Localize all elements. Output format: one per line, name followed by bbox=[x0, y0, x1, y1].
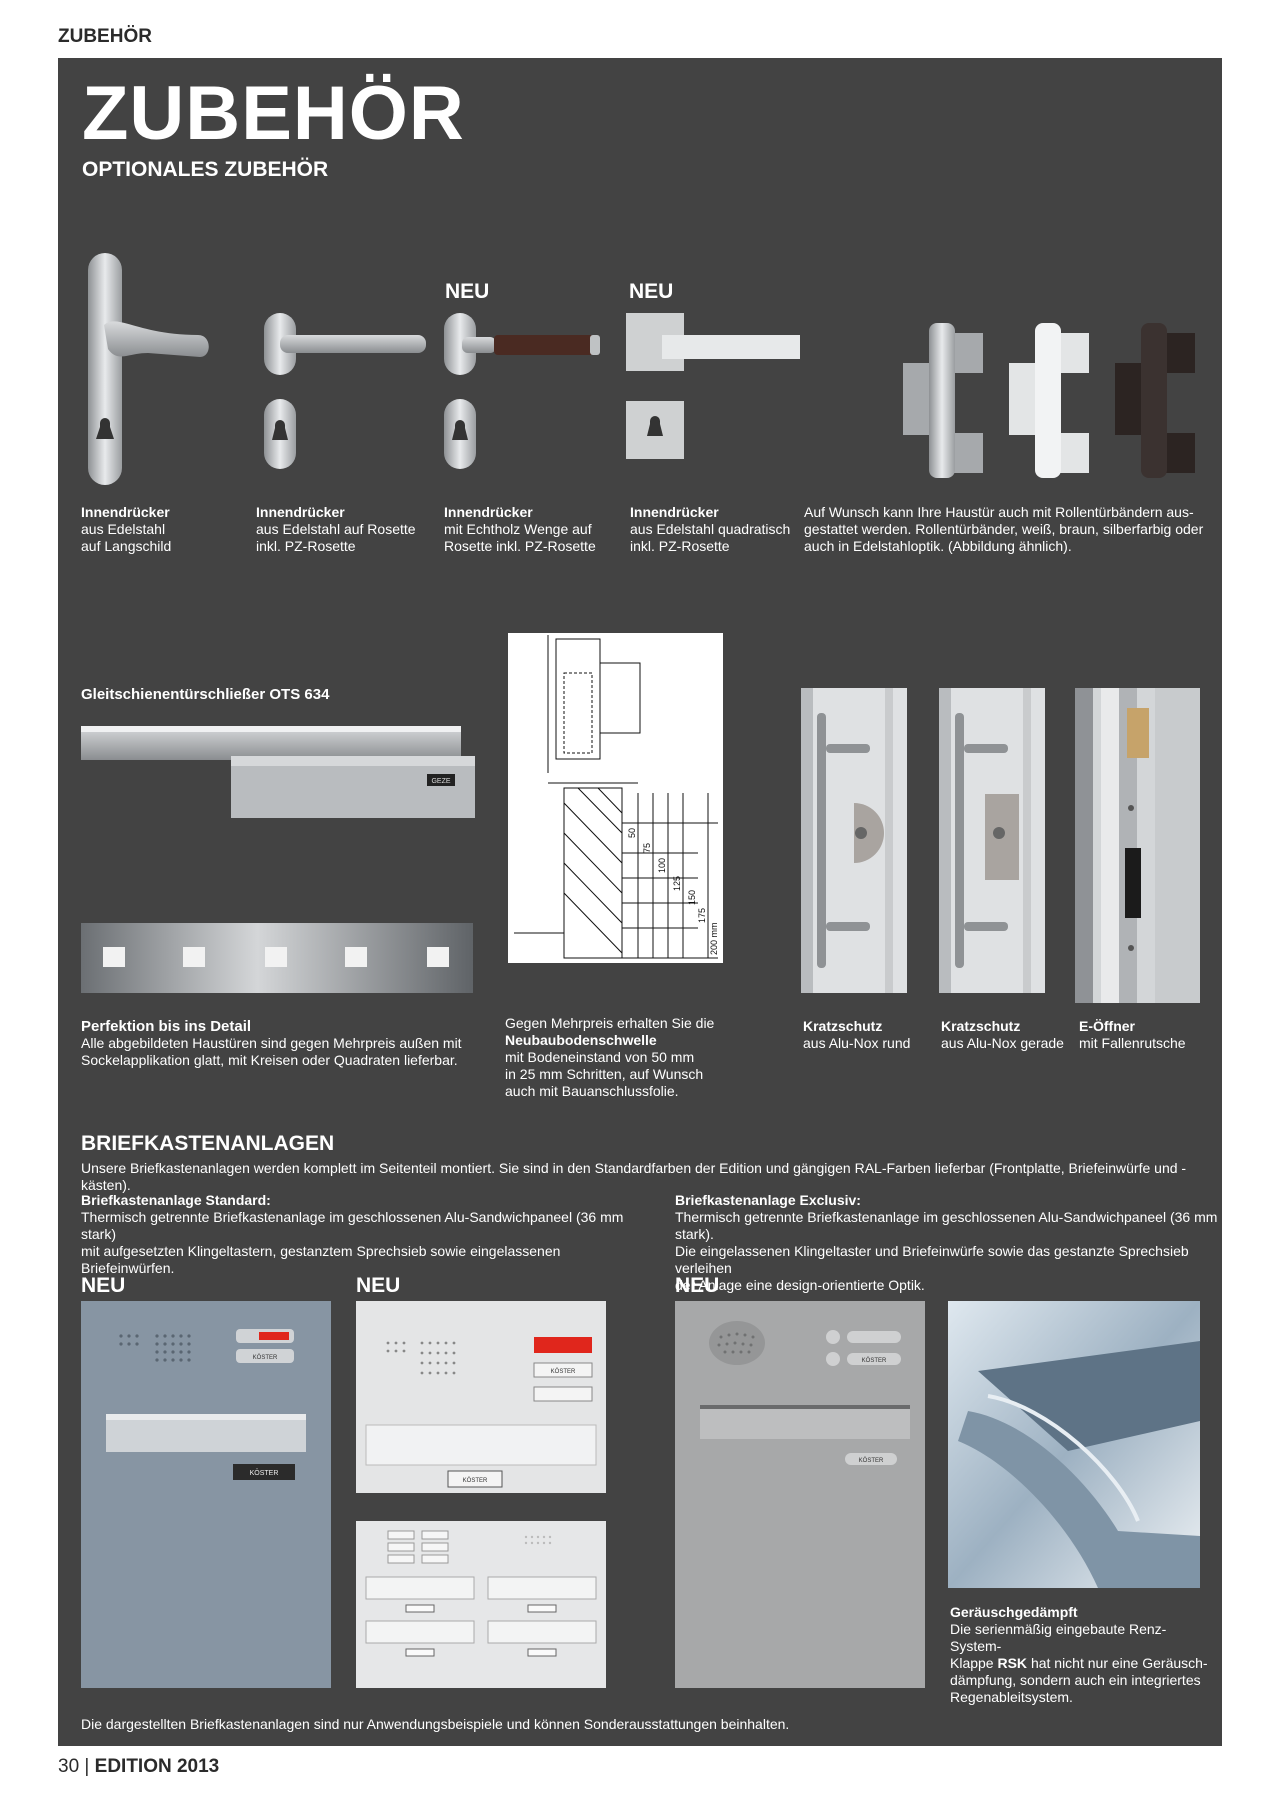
mailbox-standard-blue-image: KÖSTER KÖSTER bbox=[81, 1301, 331, 1688]
dimension-label: 100 bbox=[657, 858, 667, 873]
base-applique-image bbox=[81, 923, 473, 993]
nameplate-label: KÖSTER bbox=[253, 1354, 278, 1361]
e-opener-image bbox=[1075, 688, 1200, 1003]
mailbox-exclusiv-text: Briefkastenanlage Exclusiv: Thermisch ge… bbox=[675, 1192, 1218, 1293]
dimension-label: 175 bbox=[697, 908, 707, 923]
nameplate-label: KÖSTER bbox=[551, 1368, 576, 1375]
mailbox-standard-text: Briefkastenanlage Standard: Thermisch ge… bbox=[81, 1192, 624, 1276]
mailbox-exclusiv-image: KÖSTER KÖSTER bbox=[675, 1301, 925, 1688]
neu-badge: NEU bbox=[445, 280, 490, 303]
dimension-label: 150 bbox=[687, 890, 697, 905]
door-closer-image: GEZE bbox=[81, 726, 475, 818]
closer-brand-label: GEZE bbox=[431, 778, 450, 785]
kratzschutz-straight-image bbox=[939, 688, 1045, 993]
dimension-label: 200 mm bbox=[709, 922, 719, 955]
mailbox-heading: BRIEFKASTENANLAGEN bbox=[81, 1132, 335, 1155]
hinges-image bbox=[903, 323, 1195, 478]
page-footer: 30 | EDITION 2013 bbox=[58, 1756, 219, 1778]
neu-badge: NEU bbox=[629, 280, 674, 303]
footer-separator: | bbox=[84, 1756, 90, 1777]
rsk-caption: Geräuschgedämpft Die serienmäßig eingeba… bbox=[950, 1604, 1208, 1705]
dimension-label: 125 bbox=[672, 876, 682, 891]
detail-caption: Perfektion bis ins Detail Alle abgebilde… bbox=[81, 1018, 462, 1068]
dimension-label: 50 bbox=[627, 828, 637, 838]
mailbox-intro: Unsere Briefkastenanlagen werden komplet… bbox=[81, 1160, 1187, 1193]
dimension-label: 75 bbox=[642, 843, 652, 853]
kratzschutz-round-image bbox=[801, 688, 907, 993]
threshold-caption: Gegen Mehrpreis erhalten Sie die Neubaub… bbox=[505, 1015, 715, 1099]
closer-title: Gleitschienentürschließer OTS 634 bbox=[81, 686, 330, 703]
handle-wenge-image bbox=[444, 313, 600, 469]
nameplate-label: KÖSTER bbox=[859, 1457, 884, 1464]
hinges-caption: Auf Wunsch kann Ihre Haustür auch mit Ro… bbox=[804, 504, 1204, 554]
handle-square-image bbox=[626, 313, 800, 459]
neu-badge: NEU bbox=[81, 1274, 126, 1297]
neu-badge: NEU bbox=[675, 1274, 720, 1297]
mailbox-disclaimer: Die dargestellten Briefkastenanlagen sin… bbox=[81, 1716, 790, 1732]
neu-badge: NEU bbox=[356, 1274, 401, 1297]
section-label: ZUBEHÖR bbox=[58, 26, 152, 47]
threshold-drawing: 50 75 100 125 150 175 200 mm bbox=[508, 633, 723, 963]
page-title: ZUBEHÖR bbox=[82, 71, 465, 156]
page-subtitle: OPTIONALES ZUBEHÖR bbox=[82, 158, 329, 181]
content-panel: ZUBEHÖR OPTIONALES ZUBEHÖR NEU NEU bbox=[58, 58, 1222, 1746]
rsk-flap-image bbox=[948, 1301, 1200, 1588]
handle-longplate-image bbox=[88, 253, 209, 485]
mailbox-multi-unit-image bbox=[356, 1521, 606, 1688]
nameplate-label: KÖSTER bbox=[862, 1357, 887, 1364]
page-number: 30 bbox=[58, 1756, 80, 1777]
handle-rosette-image bbox=[264, 313, 426, 469]
nameplate-label: KÖSTER bbox=[250, 1469, 279, 1477]
nameplate-label: KÖSTER bbox=[463, 1477, 488, 1484]
mailbox-standard-white-image: KÖSTER KÖSTER bbox=[356, 1301, 606, 1493]
edition-label: EDITION 2013 bbox=[94, 1756, 220, 1777]
